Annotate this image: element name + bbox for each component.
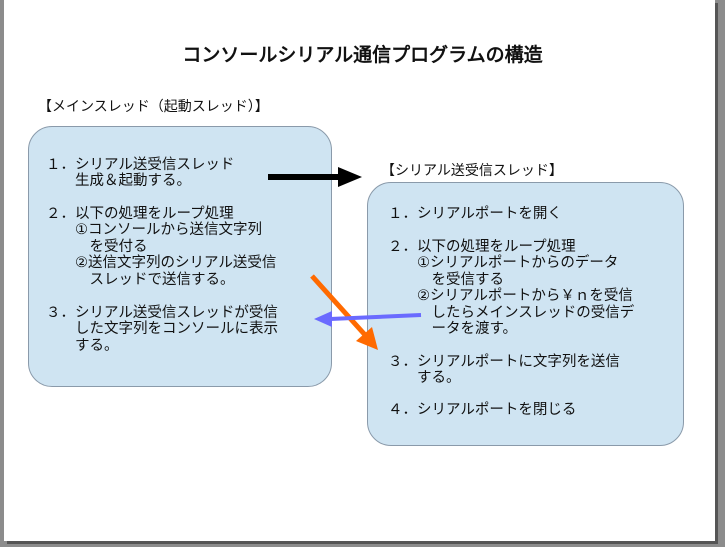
main-thread-label: 【メインスレッド（起動スレッド）】 <box>38 99 269 115</box>
step-line: する。 <box>388 370 461 387</box>
step-line: ２．以下の処理をループ処理 <box>46 206 234 222</box>
step-line: ①シリアルポートからのデータ <box>388 255 619 272</box>
step-line: ４．シリアルポートを閉じる <box>388 402 577 418</box>
step-line: 生成＆起動する。 <box>46 173 191 190</box>
step-line: を受付る <box>46 238 148 255</box>
start-thread-arrow <box>268 167 362 187</box>
receive-arrow <box>314 311 422 327</box>
step-line: スレッドで送信する。 <box>46 271 235 288</box>
step-line: ３．シリアルポートに文字列を送信 <box>388 354 620 370</box>
send-arrow <box>310 274 378 350</box>
step-line: したらメインスレッドの受信デ <box>388 304 635 321</box>
step-line: した文字列をコンソールに表示 <box>46 321 278 338</box>
step-line: ３．シリアル送受信スレッドが受信 <box>46 305 278 321</box>
step-line: １．シリアル送受信スレッド <box>46 157 235 173</box>
step-line: ータを渡す。 <box>388 321 518 337</box>
step-line: ２．以下の処理をループ処理 <box>388 239 576 255</box>
step-line: ①コンソールから送信文字列 <box>46 222 262 239</box>
step-line: を受信する <box>388 271 504 288</box>
step-line: ②送信文字列のシリアル送受信 <box>46 255 277 272</box>
step-line: する。 <box>46 337 119 354</box>
main-thread-box <box>28 126 332 387</box>
diagram-title: コンソールシリアル通信プログラムの構造 <box>182 44 543 66</box>
serial-thread-label: 【シリアル送受信スレッド】 <box>381 163 563 179</box>
step-line: ②シリアルポートから￥ｎを受信 <box>388 288 633 305</box>
step-line: １．シリアルポートを開く <box>388 206 562 222</box>
